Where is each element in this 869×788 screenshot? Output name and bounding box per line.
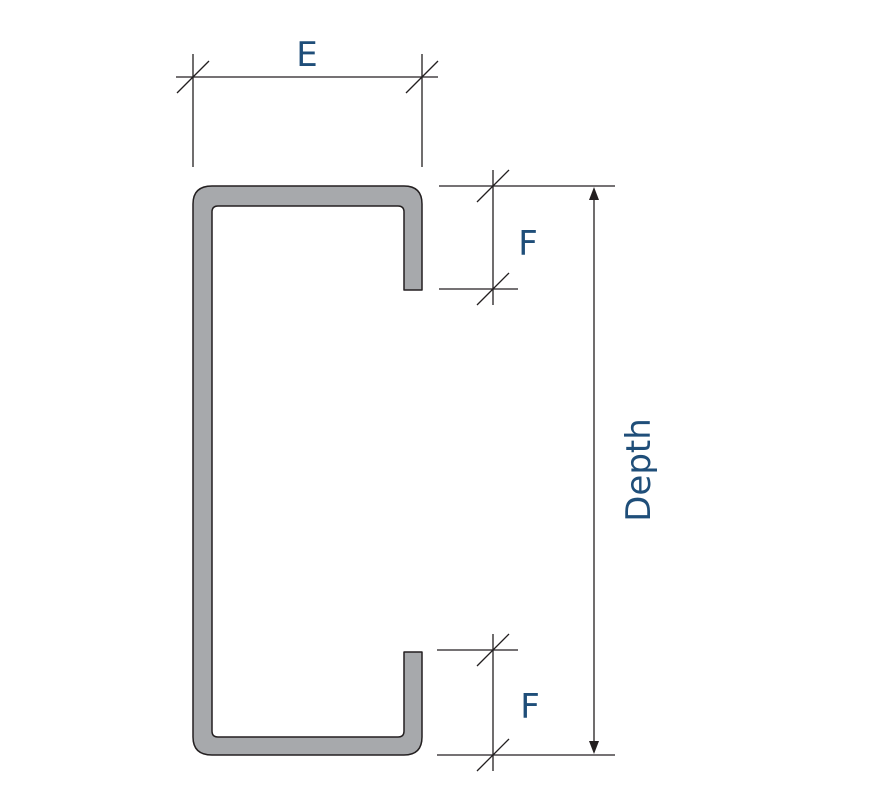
arrow-down-icon bbox=[589, 741, 599, 754]
label-f-top: F bbox=[518, 224, 538, 264]
label-e: E bbox=[296, 35, 317, 75]
dimension-e bbox=[176, 54, 439, 167]
label-f-bottom: F bbox=[520, 687, 540, 727]
dimension-f-bottom bbox=[437, 633, 615, 772]
dimension-depth bbox=[589, 187, 599, 754]
label-depth: Depth bbox=[619, 418, 659, 522]
dimension-f-top bbox=[439, 169, 615, 306]
c-channel-section bbox=[192, 185, 423, 756]
arrow-up-icon bbox=[589, 187, 599, 200]
